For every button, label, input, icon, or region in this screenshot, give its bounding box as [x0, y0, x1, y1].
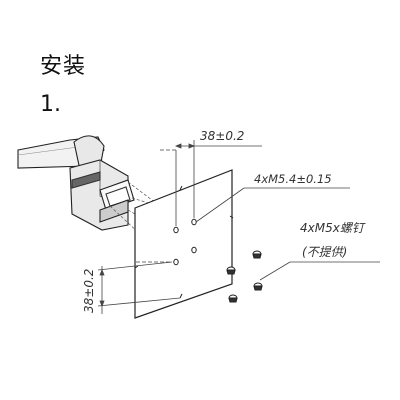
- step-number: 1.: [40, 92, 61, 117]
- mounting-plate: [134, 169, 234, 319]
- heading-title: 安装: [40, 54, 87, 79]
- screw-note-label: (不提供): [302, 245, 347, 259]
- dimension-left-label: 38±0.2: [82, 269, 96, 313]
- plate-holes: [173, 218, 197, 266]
- screw-spec-label: 4xM5x螺钉: [300, 221, 366, 235]
- screw-1: [252, 250, 262, 259]
- hole-spec-label: 4xM5.4±0.15: [254, 172, 332, 186]
- hole-bottom-right: [191, 246, 197, 254]
- dimension-top-label: 38±0.2: [200, 129, 244, 143]
- screws: [226, 250, 263, 303]
- hole-top-left: [173, 226, 179, 234]
- monitor-arm: [17, 135, 135, 231]
- screw-callout-leader: [259, 261, 380, 281]
- hole-spec-leader: [195, 187, 350, 223]
- dimension-top: [160, 140, 262, 226]
- screw-3: [253, 282, 263, 291]
- hole-top-right: [191, 218, 197, 226]
- screw-2: [226, 266, 236, 275]
- hole-bottom-left: [173, 258, 179, 266]
- dimension-left: [97, 261, 181, 314]
- screw-4: [228, 294, 238, 303]
